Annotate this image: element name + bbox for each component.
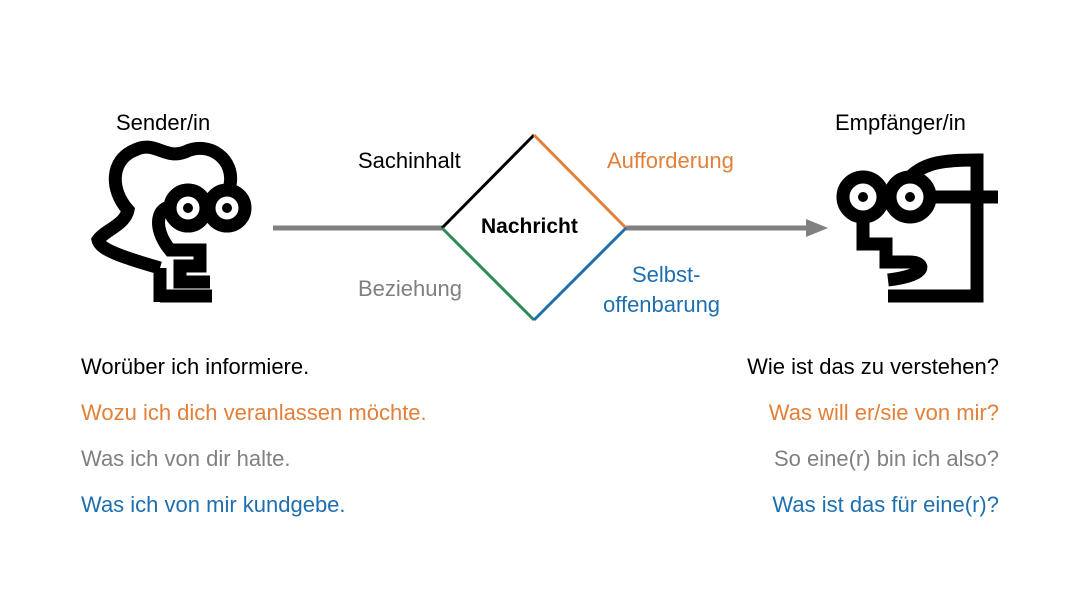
arrow-head-icon <box>806 219 828 237</box>
receiver-title: Empfänger/in <box>835 110 966 135</box>
receiver-questions: Wie ist das zu verstehen? Was will er/si… <box>747 344 999 528</box>
diamond-edge-selbstoffenbarung <box>532 226 628 322</box>
sender-head-icon <box>91 140 252 303</box>
label-beziehung: Beziehung <box>358 276 462 301</box>
label-offenbarung: offenbarung <box>603 292 721 317</box>
sender-title: Sender/in <box>116 110 211 135</box>
statement-selbstoffenbarung: Was ich von mir kundgebe. <box>81 492 346 517</box>
sender-statements: Worüber ich informiere. Wozu ich dich ve… <box>81 344 427 528</box>
question-beziehung: So eine(r) bin ich also? <box>773 446 999 471</box>
message-center-label: Nachricht <box>481 215 578 238</box>
receiver-head-icon <box>836 153 998 303</box>
label-selbst: Selbst- <box>632 262 701 287</box>
question-selbstoffenbarung: Was ist das für eine(r)? <box>772 492 999 517</box>
statement-beziehung: Was ich von dir halte. <box>81 446 291 471</box>
label-aufforderung: Aufforderung <box>607 148 734 173</box>
question-sachinhalt: Wie ist das zu verstehen? <box>747 354 999 379</box>
diamond-edge-sachinhalt <box>440 133 536 230</box>
diamond-edge-beziehung <box>440 226 536 322</box>
label-sachinhalt: Sachinhalt <box>358 148 461 173</box>
statement-appell: Wozu ich dich veranlassen möchte. <box>81 400 427 425</box>
question-appell: Was will er/sie von mir? <box>768 400 999 425</box>
diamond-edge-aufforderung <box>532 133 628 230</box>
statement-sachinhalt: Worüber ich informiere. <box>81 354 310 379</box>
